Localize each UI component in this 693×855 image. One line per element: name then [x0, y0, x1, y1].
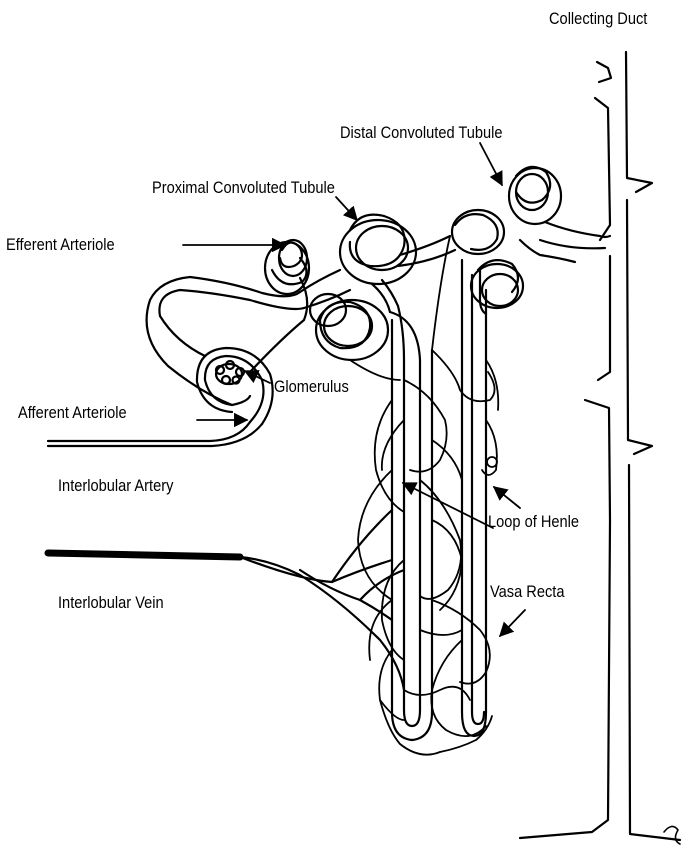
label-collecting-duct: Collecting Duct [549, 10, 647, 27]
vasa-recta [350, 236, 498, 755]
label-arrows [183, 143, 525, 636]
proximal-arrow [336, 197, 357, 220]
proximal-convoluted-tubule [300, 215, 416, 360]
distal-convoluted-tubule [398, 167, 610, 308]
label-interlobular-vein: Interlobular Vein [58, 594, 164, 611]
label-afferent-arteriole: Afferent Arteriole [18, 404, 127, 421]
label-efferent-arteriole: Efferent Arteriole [6, 236, 115, 253]
henle-arrow-b [494, 487, 520, 508]
label-vasa-recta: Vasa Recta [490, 583, 564, 600]
interlobular-artery [48, 422, 262, 446]
henle-arrow-a [403, 483, 493, 528]
vasa-recta-arrow [500, 610, 525, 636]
label-interlobular-artery: Interlobular Artery [58, 477, 173, 494]
label-proximal-convoluted-tubule: Proximal Convoluted Tubule [152, 179, 335, 196]
label-loop-of-henle: Loop of Henle [488, 513, 579, 530]
label-glomerulus: Glomerulus [274, 378, 349, 395]
distal-arrow [480, 143, 502, 185]
label-distal-convoluted-tubule: Distal Convoluted Tubule [340, 124, 503, 141]
